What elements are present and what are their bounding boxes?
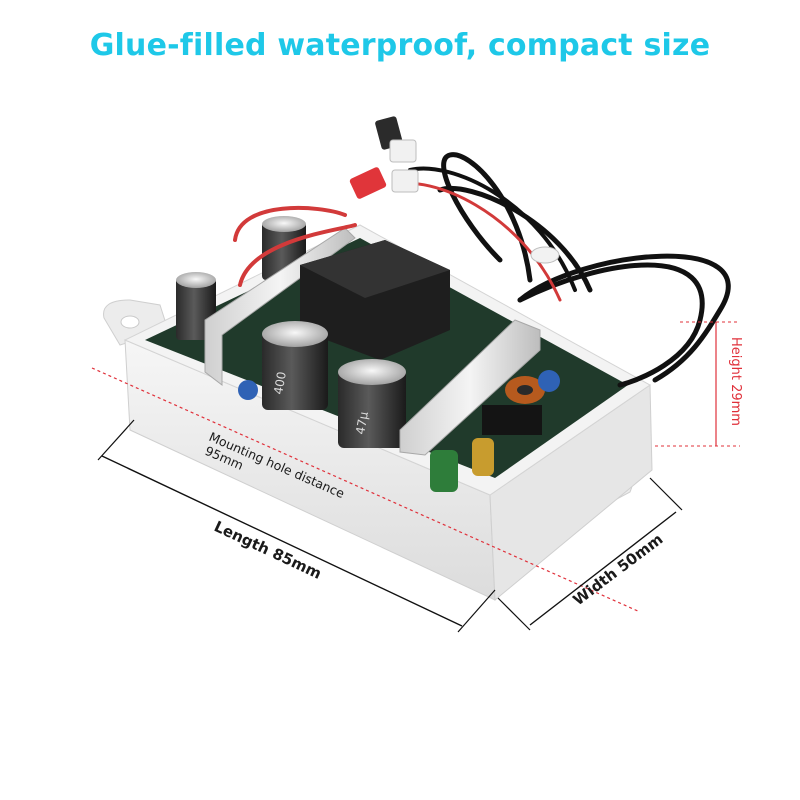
heatsink-right <box>399 319 541 456</box>
white-connector <box>391 169 419 193</box>
yellow-capacitor <box>472 438 494 476</box>
blue-capacitor <box>238 380 258 400</box>
capacitor-label-b: 47µ <box>353 410 371 435</box>
capacitor-large-b <box>338 368 406 448</box>
blue-capacitor <box>538 370 560 392</box>
width-label: Width 50mm <box>570 530 667 609</box>
white-connector <box>389 139 417 163</box>
cable-tie <box>530 246 560 264</box>
capacitor-label-a: 400 <box>271 371 289 396</box>
mounting-hole-left <box>120 315 140 329</box>
dimension-annotations <box>91 321 740 633</box>
headline: Glue-filled waterproof, compact size <box>89 28 711 63</box>
components: 400 47µ <box>176 216 560 492</box>
mounting-hole-dimension-line <box>91 367 641 613</box>
capacitor-large-a <box>262 330 328 410</box>
connectors <box>349 116 419 199</box>
height-label: Height 29mm <box>728 337 743 426</box>
length-dimension-line <box>101 455 463 627</box>
green-capacitor <box>430 450 458 492</box>
width-dimension-line <box>529 511 677 626</box>
common-mode-choke <box>482 405 542 435</box>
red-connector <box>349 167 387 199</box>
length-label: Length 85mm <box>211 517 324 582</box>
